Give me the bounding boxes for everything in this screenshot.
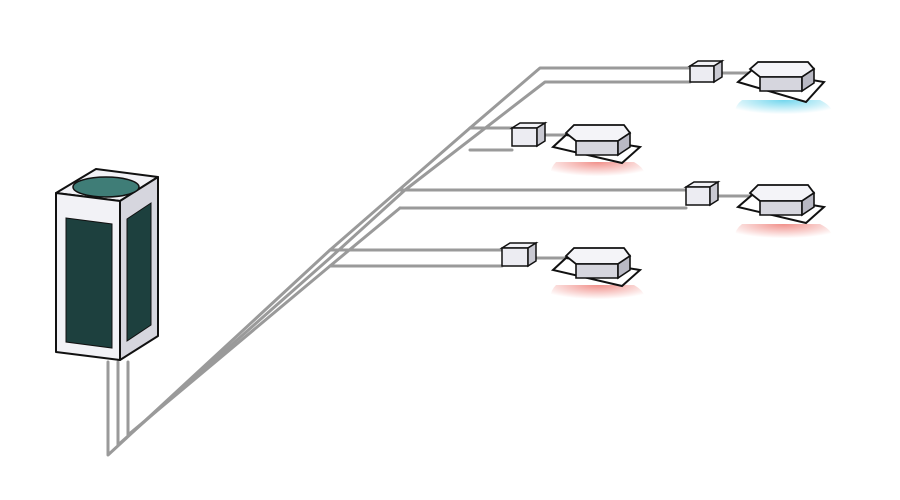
ceiling-cassette-icon xyxy=(735,184,827,225)
indoor-unit-1 xyxy=(734,61,833,122)
indoor-unit-4 xyxy=(550,247,645,307)
ceiling-cassette-icon xyxy=(550,124,643,165)
heating-airflow-glow xyxy=(550,285,645,307)
side-grille-panel xyxy=(126,202,152,342)
branch-selector-box-icon xyxy=(683,180,721,207)
branch-selector-2 xyxy=(509,121,548,148)
ceiling-cassette-icon xyxy=(735,61,826,104)
cooling-airflow-glow xyxy=(734,100,833,122)
branch-selector-box-icon xyxy=(499,241,539,268)
trunk-pipe-2 xyxy=(116,80,692,447)
branch-selector-box-icon xyxy=(687,59,725,84)
heating-airflow-glow xyxy=(734,224,833,246)
fan-icon xyxy=(72,176,140,198)
indoor-unit-2 xyxy=(550,124,645,184)
branch-selector-1 xyxy=(687,59,725,84)
refrigerant-piping xyxy=(106,66,754,457)
ceiling-cassette-icon xyxy=(550,247,643,288)
heating-airflow-glow xyxy=(550,162,645,184)
outdoor-condenser-icon xyxy=(55,168,159,361)
branch-selector-3 xyxy=(683,180,721,207)
branch-selector-box-icon xyxy=(509,121,548,148)
front-grille-panel xyxy=(65,217,113,349)
indoor-unit-3 xyxy=(734,184,833,246)
trunk-pipe-3 xyxy=(126,206,402,437)
branch-selector-4 xyxy=(499,241,539,268)
